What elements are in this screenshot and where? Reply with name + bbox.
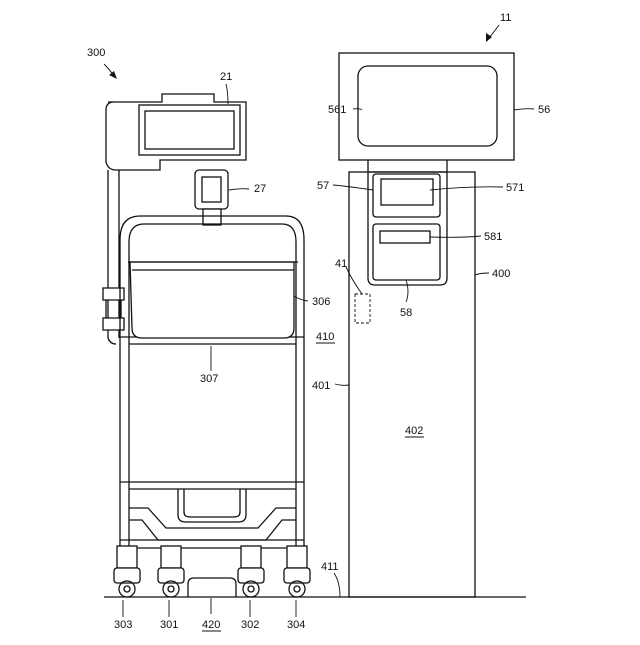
caster-304 — [284, 546, 310, 597]
caster-302 — [238, 546, 264, 597]
caster-303 — [114, 546, 140, 597]
label-301: 301 — [160, 619, 178, 631]
label-302: 302 — [241, 619, 259, 631]
cart-basket — [128, 262, 298, 338]
label-304: 304 — [287, 619, 305, 631]
cart-monitor — [106, 94, 246, 170]
cart-base — [120, 508, 304, 548]
label-411: 411 — [321, 561, 339, 573]
label-401: 401 — [312, 380, 330, 392]
cart-pole — [103, 170, 124, 344]
label-58: 58 — [400, 307, 412, 319]
label-306: 306 — [312, 296, 330, 308]
label-420: 420 — [202, 619, 220, 631]
label-56: 56 — [538, 104, 550, 116]
label-57: 57 — [317, 180, 329, 192]
label-581: 581 — [484, 231, 502, 243]
label-400: 400 — [492, 268, 510, 280]
label-571: 571 — [506, 182, 524, 194]
label-300: 300 — [87, 47, 105, 59]
caster-301 — [158, 546, 184, 597]
label-402: 402 — [405, 425, 423, 437]
label-307: 307 — [200, 373, 218, 385]
label-303: 303 — [114, 619, 132, 631]
kiosk-display — [339, 53, 514, 160]
kiosk-unit-58 — [373, 224, 440, 280]
label-561: 561 — [328, 104, 346, 116]
label-41: 41 — [335, 258, 347, 270]
foot-pedal — [188, 578, 236, 597]
label-11: 11 — [500, 12, 511, 24]
kiosk — [339, 53, 514, 597]
kiosk-neck — [368, 160, 447, 172]
label-410: 410 — [316, 331, 334, 343]
kiosk-unit-57 — [373, 174, 440, 217]
cart-device — [195, 170, 228, 225]
label-27: 27 — [254, 183, 266, 195]
cart-lower-tray — [178, 489, 246, 522]
sensor-41 — [355, 294, 370, 323]
label-21: 21 — [220, 71, 232, 83]
cart — [103, 94, 310, 597]
